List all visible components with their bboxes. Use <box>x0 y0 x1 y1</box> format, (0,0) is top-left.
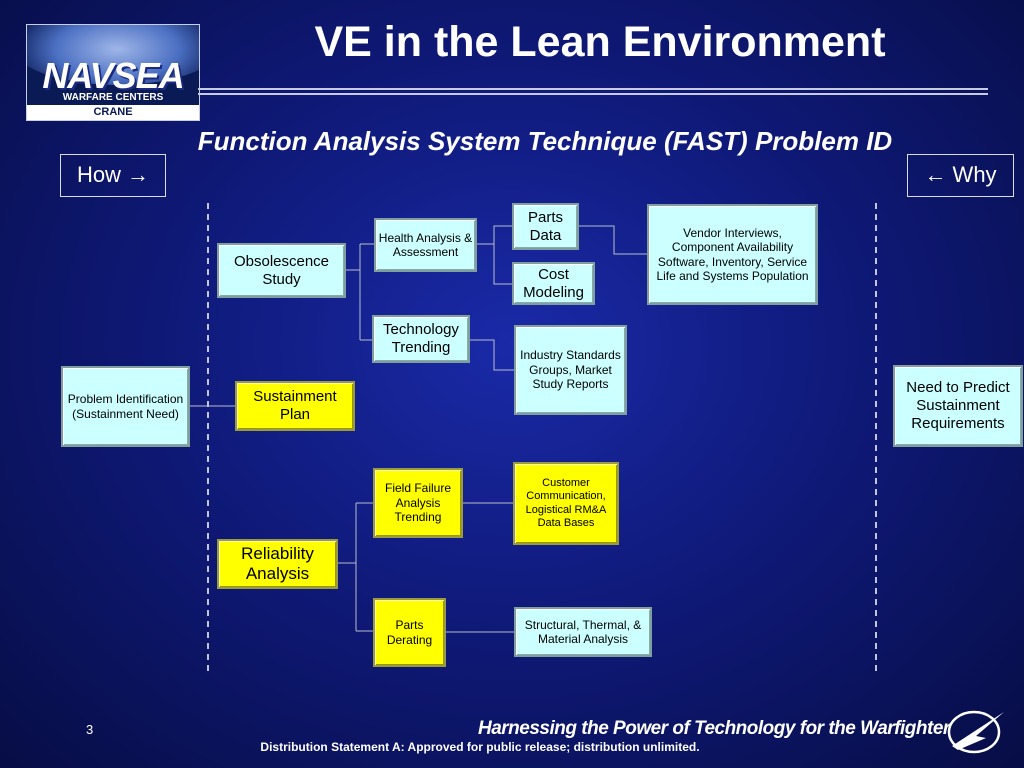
link-technology-industry <box>470 339 514 371</box>
structural-analysis-box: Structural, Thermal, & Material Analysis <box>514 607 652 657</box>
health-analysis-box: Health Analysis & Assessment <box>374 218 477 272</box>
distribution-statement: Distribution Statement A: Approved for p… <box>260 740 700 754</box>
jet-logo-icon <box>947 710 1004 754</box>
title-rule <box>198 88 988 90</box>
how-label: How → <box>60 154 166 197</box>
industry-standards-box: Industry Standards Groups, Market Study … <box>514 325 627 415</box>
link-health-cost <box>493 244 512 285</box>
why-label: ← Why <box>907 154 1014 197</box>
footer-slogan: Harnessing the Power of Technology for t… <box>478 718 950 739</box>
page-number: 3 <box>86 722 94 737</box>
logo-subtitle: WARFARE CENTERS <box>62 92 164 103</box>
navsea-logo: NAVSEA WARFARE CENTERS CRANE <box>26 24 200 121</box>
logo-wordmark: NAVSEA <box>42 55 184 96</box>
parts-data-box: Parts Data <box>512 203 579 250</box>
slide-subtitle: Function Analysis System Technique (FAST… <box>197 126 893 156</box>
slide-title: VE in the Lean Environment <box>314 18 886 66</box>
logo-site: CRANE <box>27 105 199 120</box>
sustainment-plan-box: Sustainment Plan <box>235 381 355 431</box>
link-health-branch <box>476 225 512 245</box>
obsolescence-study-box: Obsolescence Study <box>217 243 346 298</box>
need-to-predict-box: Need to Predict Sustainment Requirements <box>893 365 1023 447</box>
title-rule <box>198 93 988 95</box>
technology-trending-box: Technology Trending <box>372 315 470 363</box>
cost-modeling-box: Cost Modeling <box>512 262 595 305</box>
vendor-interviews-box: Vendor Interviews, Component Availabilit… <box>647 204 818 305</box>
problem-identification-box: Problem Identification (Sustainment Need… <box>61 366 190 447</box>
field-failure-box: Field Failure Analysis Trending <box>373 468 463 538</box>
customer-communication-box: Customer Communication, Logistical RM&A … <box>513 462 619 545</box>
parts-derating-box: Parts Derating <box>373 598 446 667</box>
reliability-analysis-box: Reliability Analysis <box>217 539 338 589</box>
link-partsdata-vendor <box>579 225 648 255</box>
